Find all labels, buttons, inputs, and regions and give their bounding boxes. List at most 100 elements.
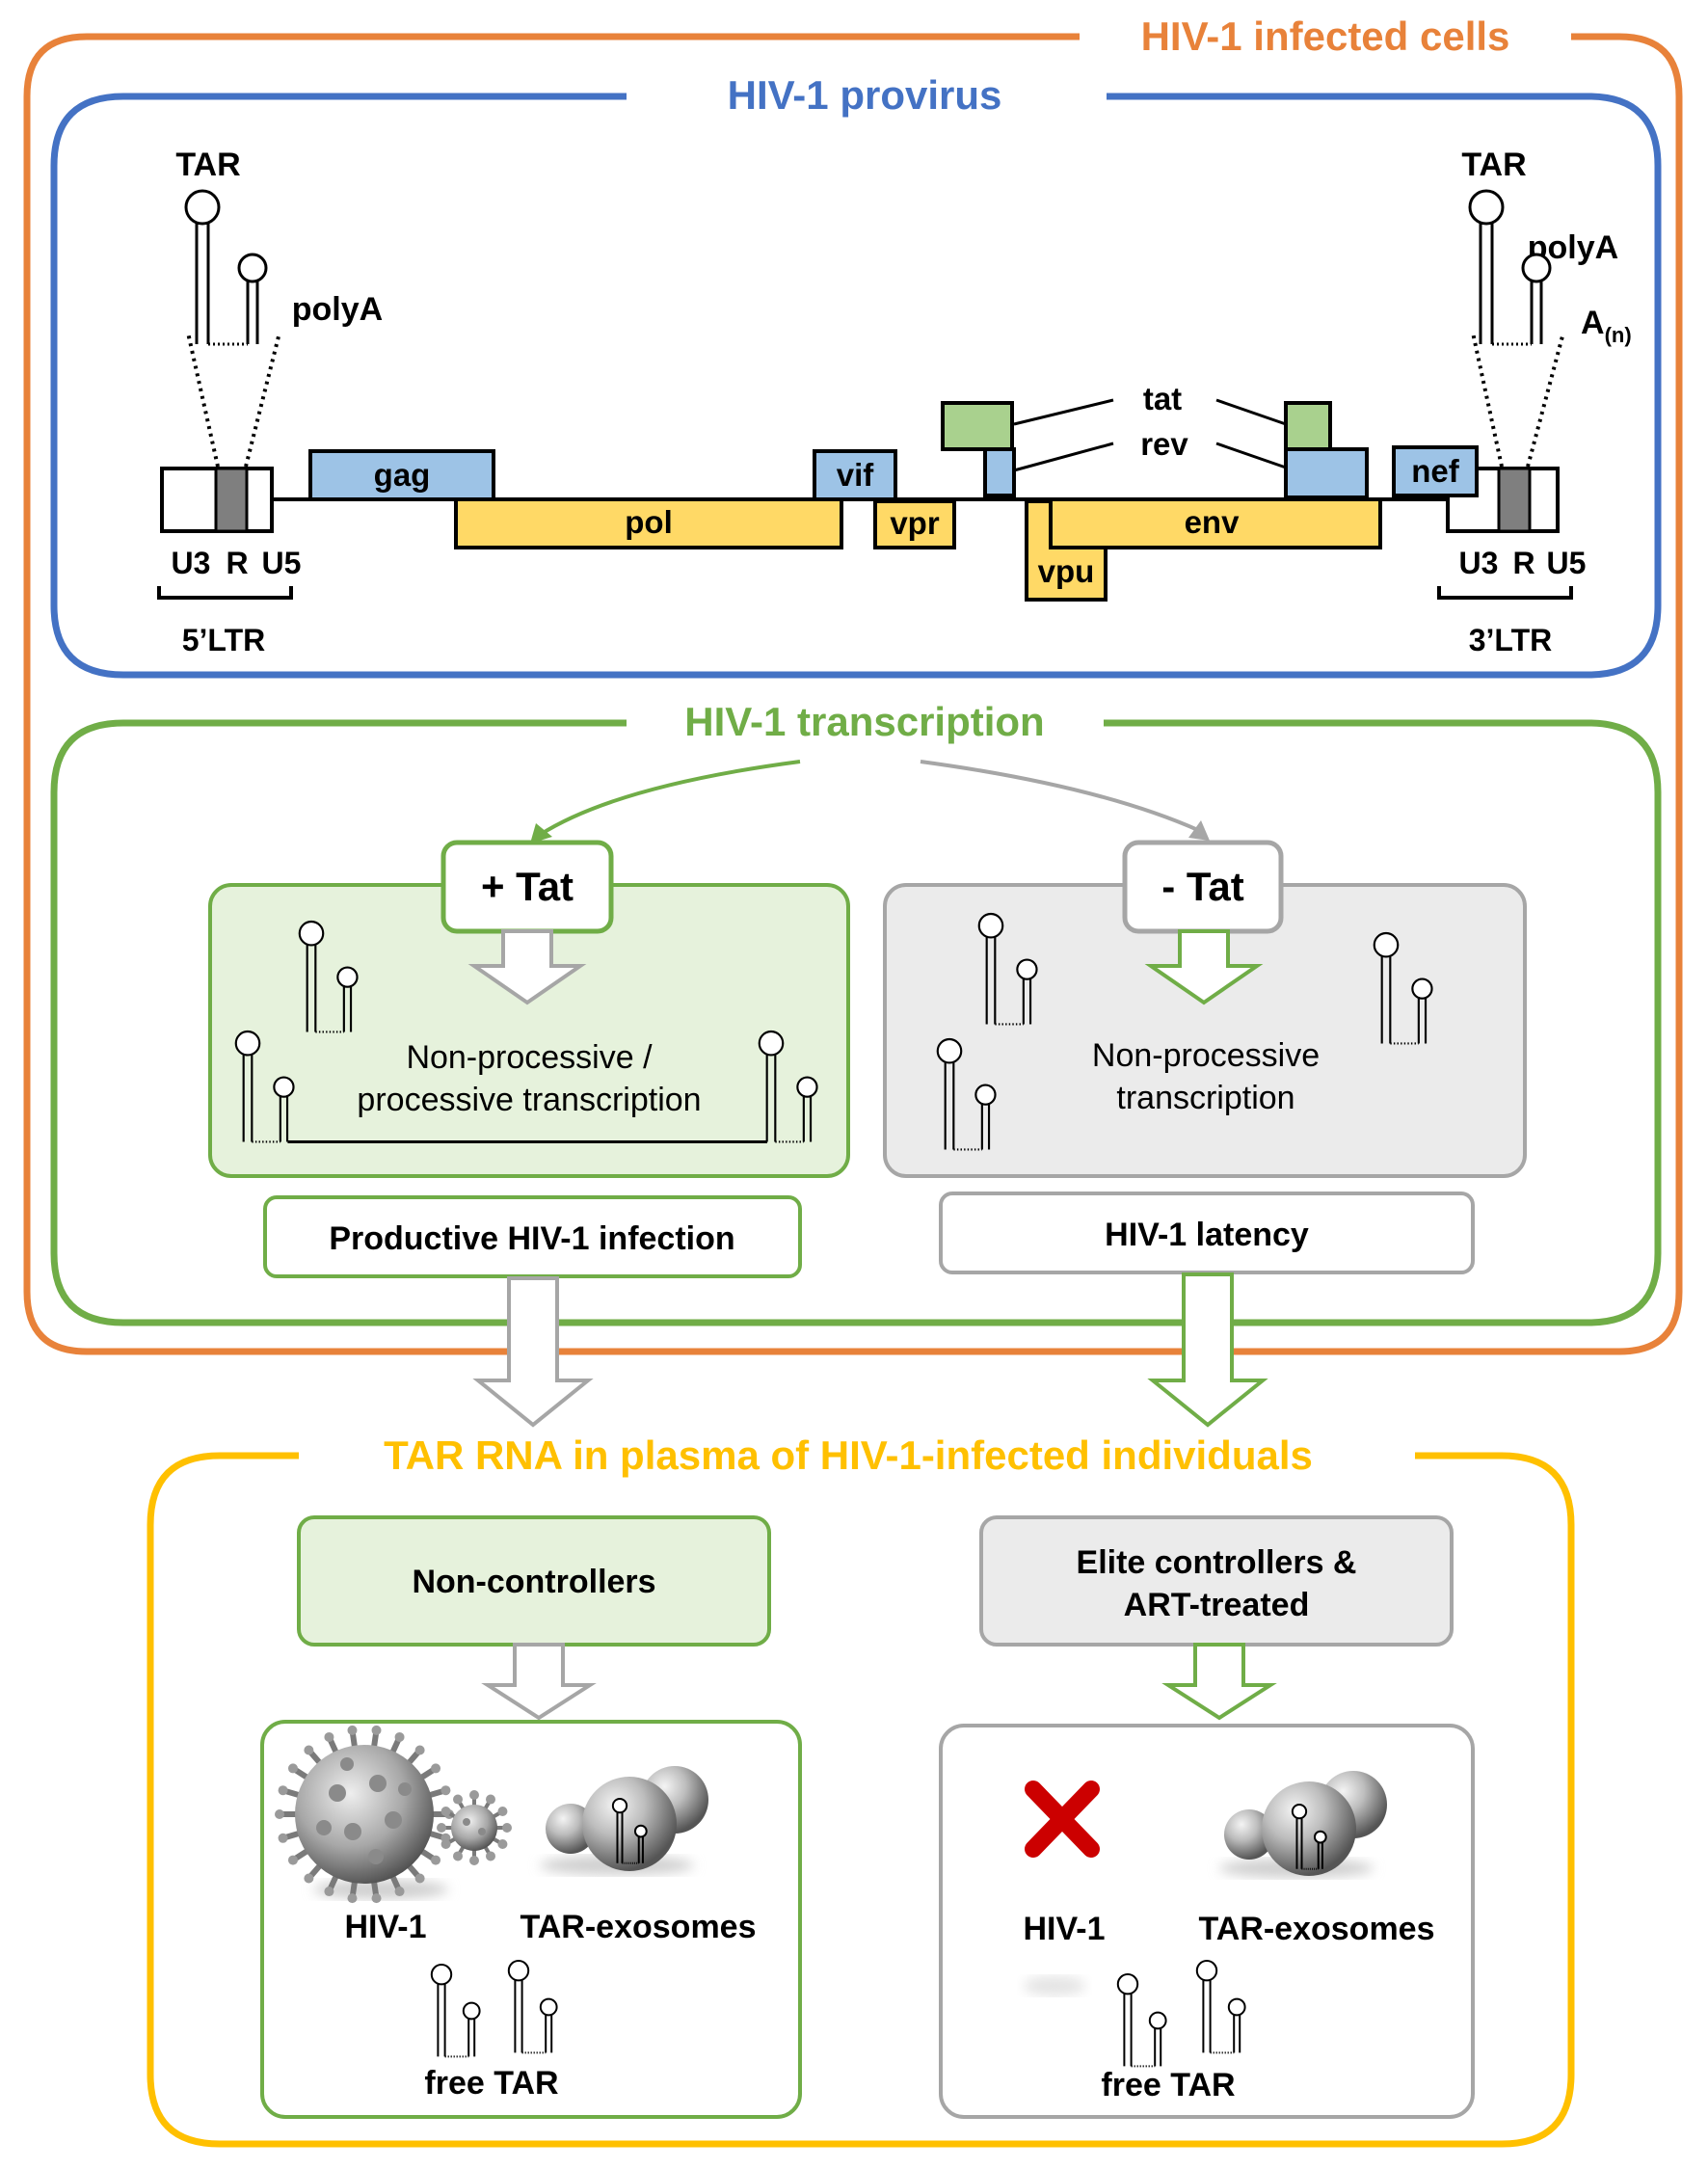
provirus-title: HIV-1 provirus bbox=[728, 72, 1002, 118]
hiv-virus-particle-large bbox=[275, 1725, 454, 1904]
gene-vpu-label: vpu bbox=[1038, 553, 1095, 589]
ltr-3-bracket bbox=[1437, 586, 1573, 600]
arrow-elite-down bbox=[1161, 1643, 1277, 1721]
infected-cells-box: HIV-1 infected cells bbox=[23, 13, 1683, 1355]
arrow-to-plus-tat-head bbox=[530, 823, 552, 844]
ltr-3-u5-label: U5 bbox=[1547, 546, 1587, 580]
ltr-5-u5-label: U5 bbox=[262, 546, 302, 580]
tar-exosomes-right bbox=[1219, 1771, 1387, 1878]
tar-hairpin-minus-3 bbox=[936, 1037, 997, 1151]
gene-nef-label: nef bbox=[1411, 453, 1460, 489]
transcription-title: HIV-1 transcription bbox=[684, 699, 1044, 744]
tat-label: tat bbox=[1143, 381, 1182, 416]
plasma-title: TAR RNA in plasma of HIV-1-infected indi… bbox=[384, 1433, 1313, 1478]
ltr-3-name: 3’LTR bbox=[1469, 623, 1553, 657]
gene-pol-label: pol bbox=[625, 504, 672, 540]
tar-hairpin-minus-1 bbox=[977, 912, 1038, 1026]
provirus-box: HIV-1 provirus bbox=[50, 72, 1662, 679]
no-virus-cross-icon bbox=[1024, 1781, 1100, 1995]
ltr-3-fan-right bbox=[1526, 332, 1565, 468]
arrow-to-minus-tat bbox=[920, 760, 1201, 833]
free-tar-left-label: free TAR bbox=[424, 2065, 558, 2102]
arrow-productive-to-plasma bbox=[472, 1276, 594, 1428]
tar-exosomes-right-label: TAR-exosomes bbox=[1199, 1911, 1435, 1947]
hiv-right-label: HIV-1 bbox=[1023, 1911, 1105, 1947]
ltr-5-r-region bbox=[214, 467, 249, 533]
gene-rev-exon1 bbox=[983, 447, 1016, 497]
elite-controllers-label-2: ART-treated bbox=[1124, 1587, 1310, 1623]
plus-tat-label: + Tat bbox=[481, 864, 574, 909]
transcription-border bbox=[50, 719, 1662, 1326]
tar-right-label: TAR bbox=[1461, 147, 1526, 183]
tar-hairpin-3-ltr bbox=[1468, 189, 1552, 346]
productive-infection-label: Productive HIV-1 infection bbox=[329, 1220, 734, 1257]
exosome-tar-right bbox=[1291, 1804, 1327, 1870]
an-label-sub: (n) bbox=[1605, 323, 1632, 347]
rev-label: rev bbox=[1140, 426, 1188, 462]
tat-leader-left bbox=[1013, 398, 1114, 426]
tar-hairpin-plus-2 bbox=[234, 1030, 295, 1143]
ltr-5-fan-right bbox=[244, 332, 281, 468]
tar-hairpin-plus-3 bbox=[758, 1030, 818, 1143]
tar-hairpin-glyphs bbox=[184, 189, 1552, 2068]
plasma-border bbox=[147, 1452, 1575, 2148]
tar-exosomes-left bbox=[540, 1766, 708, 1875]
ltr-5-r-label: R bbox=[226, 546, 248, 580]
arrow-to-minus-tat-head bbox=[1188, 820, 1210, 841]
polya-left-label: polyA bbox=[292, 291, 383, 328]
tar-exosomes-left-label: TAR-exosomes bbox=[520, 1909, 757, 1945]
gene-gag-label: gag bbox=[374, 457, 431, 493]
plus-tat-down-arrow bbox=[467, 929, 587, 1005]
arrow-to-plus-tat bbox=[538, 760, 801, 837]
elite-controllers-box bbox=[979, 1515, 1454, 1647]
gene-env-label: env bbox=[1185, 504, 1241, 540]
gene-tat-exon2 bbox=[1284, 401, 1332, 451]
minus-tat-text-1: Non-processive bbox=[1092, 1037, 1320, 1074]
minus-tat-text-2: transcription bbox=[1116, 1080, 1294, 1116]
gene-nef bbox=[1392, 445, 1479, 497]
an-label: A(n) bbox=[1581, 305, 1632, 347]
hiv-left-label: HIV-1 bbox=[344, 1909, 426, 1945]
ltr-3-prime: U3 R U5 3’LTR bbox=[1437, 467, 1587, 657]
non-controllers-label: Non-controllers bbox=[412, 1564, 655, 1600]
gene-pol bbox=[454, 497, 843, 549]
gene-vpr bbox=[873, 499, 956, 549]
free-tar-right-label: free TAR bbox=[1101, 2067, 1235, 2103]
latency-label: HIV-1 latency bbox=[1105, 1217, 1309, 1253]
transcription-box: HIV-1 transcription + Tat Non-processive… bbox=[50, 699, 1662, 1326]
gene-vif-label: vif bbox=[837, 457, 875, 493]
gene-vif bbox=[813, 449, 897, 501]
ltr-3-r-region bbox=[1497, 467, 1532, 533]
plus-tat-text-1: Non-processive / bbox=[406, 1039, 653, 1076]
rev-leader-left bbox=[1013, 442, 1114, 472]
gene-rev-exon2 bbox=[1284, 447, 1369, 499]
ltr-5-prime: U3 R U5 5’LTR bbox=[157, 467, 302, 657]
free-tar-left-2 bbox=[507, 1960, 558, 2054]
ltr-3-u3-label: U3 bbox=[1459, 546, 1499, 580]
plasma-box: TAR RNA in plasma of HIV-1-infected indi… bbox=[147, 1433, 1575, 2148]
tar-hairpin-plus-1 bbox=[298, 920, 359, 1033]
infected-cells-border bbox=[23, 33, 1683, 1355]
hiv-virus-particle-small bbox=[437, 1790, 512, 1865]
free-tar-left-1 bbox=[430, 1964, 481, 2058]
provirus-genome: U3 R U5 5’LTR U3 R U5 3’LTR gag pol vif … bbox=[157, 147, 1632, 657]
ltr-5-name: 5’LTR bbox=[182, 623, 266, 657]
arrow-non-controllers-down bbox=[481, 1643, 597, 1721]
free-tar-right-2 bbox=[1195, 1960, 1246, 2054]
ltr-5-bracket bbox=[157, 586, 293, 600]
exosome-tar-left bbox=[611, 1798, 648, 1864]
tar-hairpin-5-ltr bbox=[184, 189, 268, 346]
gene-gag bbox=[308, 449, 495, 501]
plus-tat-text-2: processive transcription bbox=[357, 1082, 701, 1118]
provirus-border bbox=[50, 93, 1662, 679]
free-tar-right-1 bbox=[1116, 1973, 1167, 2068]
tar-left-label: TAR bbox=[175, 147, 240, 183]
an-label-main: A bbox=[1581, 305, 1605, 341]
tar-hairpin-minus-2 bbox=[1373, 931, 1433, 1045]
minus-tat-label: - Tat bbox=[1161, 864, 1244, 909]
tat-leader-right bbox=[1215, 398, 1287, 426]
rev-leader-right bbox=[1215, 442, 1287, 469]
ltr-5-fan-left bbox=[186, 332, 220, 468]
